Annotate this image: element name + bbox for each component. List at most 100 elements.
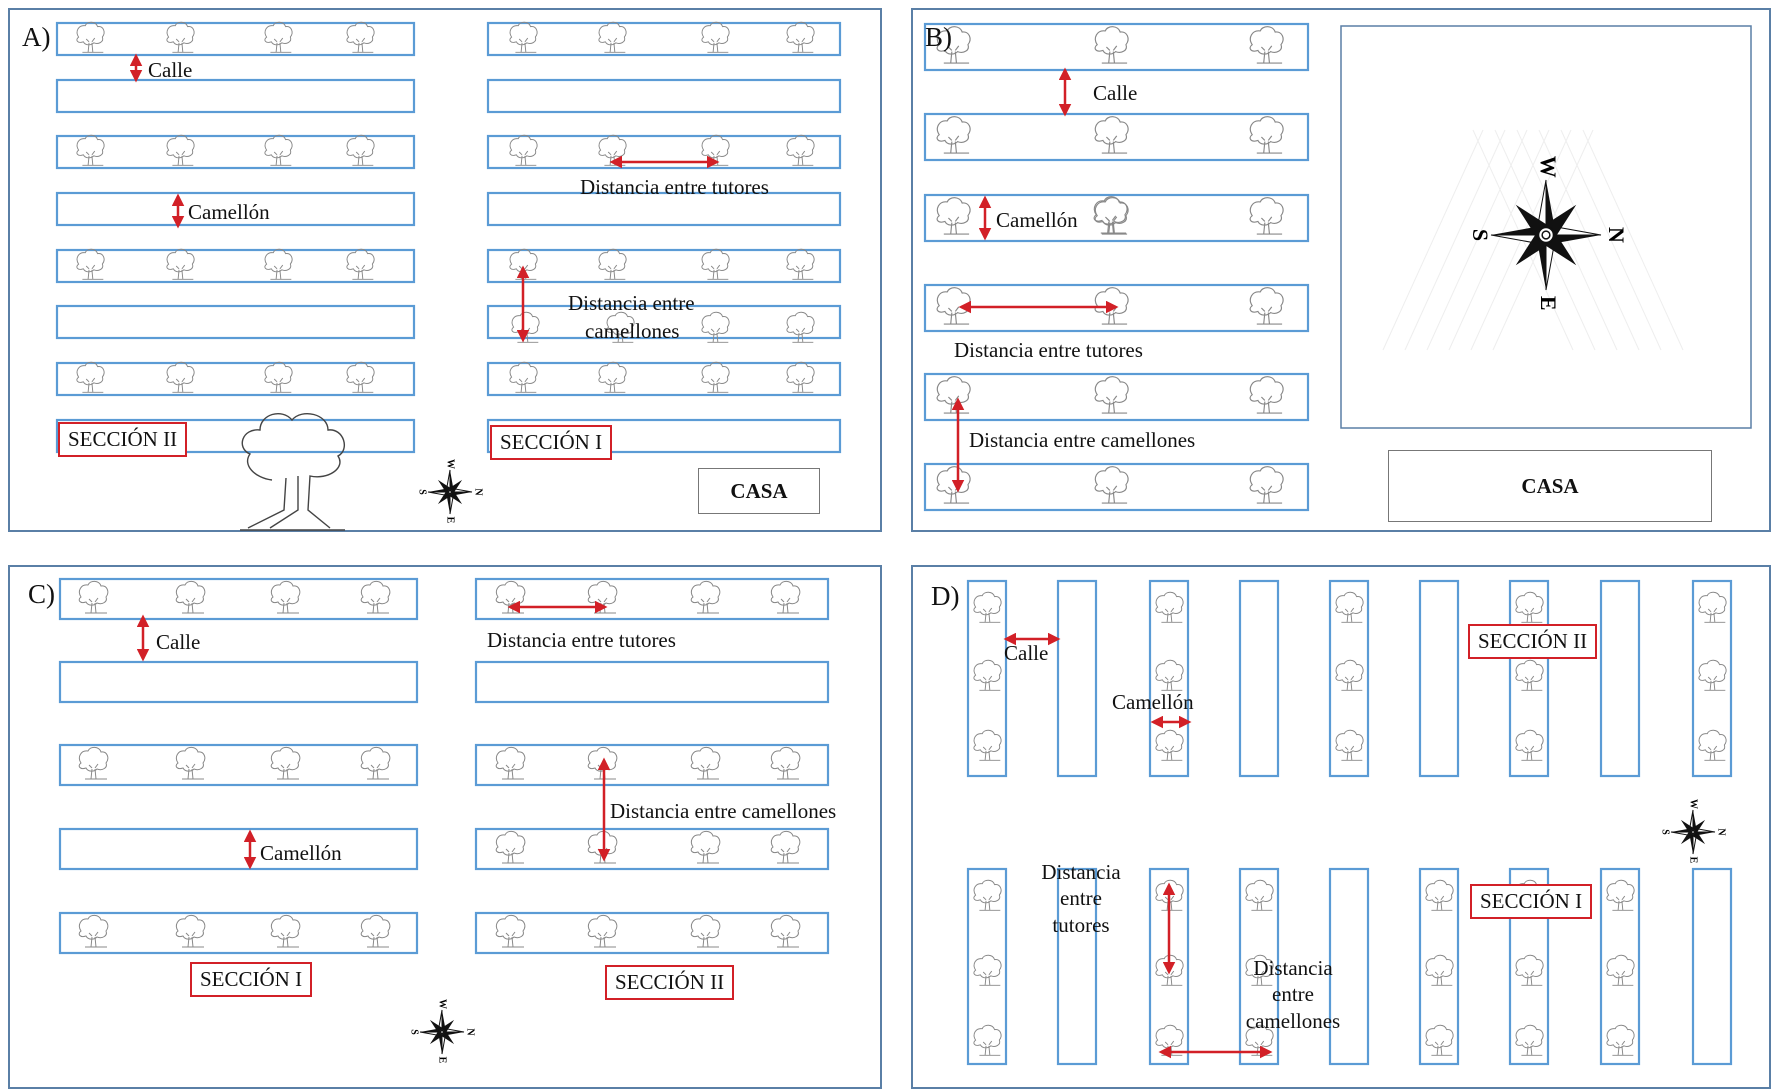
label-camellon: Camellón [996,208,1078,232]
bed [1238,579,1280,778]
tree-stroke [936,26,971,55]
tree-stroke [1698,729,1727,754]
tree-stroke [502,763,524,780]
compass-point [1693,832,1715,836]
bed [58,577,419,621]
tree-stroke [697,763,719,780]
tree-stroke [1425,954,1454,979]
compass-w: W [1688,799,1699,809]
label-calle: Calle [1004,641,1049,665]
bed [1056,579,1098,778]
tree-stroke [78,746,109,772]
bed [1599,867,1641,1066]
tree-stroke [792,377,814,393]
tree-icon [1606,1024,1635,1056]
tree-stroke [1335,591,1364,616]
tree-icon [690,914,721,948]
tree-stroke [1101,135,1128,154]
tree-icon [1094,376,1129,414]
tree-stroke [1155,1024,1184,1049]
bed [1418,579,1460,778]
tree-icon [936,26,971,64]
tree-icon [1335,591,1364,623]
label-dist-tutores: Distancia entre tutores [487,628,676,652]
tree-stroke [1341,745,1363,761]
casa-box: CASA [1388,450,1712,522]
tree-stroke [697,847,719,864]
tree-stroke [1431,895,1453,911]
grid-line [1448,129,1550,351]
bed [486,418,842,454]
tree-stroke [792,327,814,343]
tree-stroke [270,580,301,606]
tree-icon [1698,729,1727,761]
tree-icon [701,311,730,343]
compass-n: N [465,1028,476,1036]
tree-stroke [182,763,204,780]
field-area [1340,25,1752,429]
compass-e: E [445,517,456,524]
tree-stroke [509,248,538,273]
tree-stroke [78,580,109,606]
tree-stroke [707,37,729,53]
tree-stroke [1256,45,1283,64]
tree-icon [1425,879,1454,911]
tree-stroke [701,21,730,46]
tree-stroke [770,580,801,606]
tree-stroke [786,134,815,159]
tree-stroke [277,931,299,948]
compass-point [1671,828,1693,832]
tree-icon [598,361,627,393]
tree-stroke [973,954,1002,979]
tree-stroke [277,597,299,614]
tree-icon [690,580,721,614]
tree-icon [495,914,526,948]
tree-stroke [936,287,971,316]
tree-stroke [786,248,815,273]
tree-stroke [1606,954,1635,979]
tree-stroke [1155,591,1184,616]
tree-stroke [792,264,814,280]
bed [1691,579,1733,778]
tree-icon [1515,591,1544,623]
tree-stroke [495,914,526,940]
tree-stroke [1256,395,1283,414]
tree-stroke [1515,591,1544,616]
tree-stroke [943,135,970,154]
tree-icon [509,361,538,393]
compass-n: N [1604,227,1629,243]
label-camellon: Camellón [260,841,342,865]
tree-stroke [777,763,799,780]
tree-stroke [1431,970,1453,986]
tree-stroke [240,412,346,531]
tree-icon [690,746,721,780]
compass-e: E [437,1057,448,1064]
tree-stroke [1521,745,1543,761]
tree-icon [264,134,293,166]
label-entre: entre [1060,886,1102,911]
label-dist-entre: Distancia entre [568,291,695,315]
bed [486,304,842,340]
tree-icon [495,746,526,780]
tree-stroke [172,37,194,53]
tree-stroke [936,466,971,495]
tree-icon [770,914,801,948]
tree-icon [1425,1024,1454,1056]
tree-stroke [76,134,105,159]
tree-stroke [943,306,970,325]
tree-stroke [1101,306,1128,325]
compass-e: E [1536,296,1561,311]
tree-icon [1335,659,1364,691]
tree-stroke [264,361,293,386]
tree-stroke [511,311,540,336]
tree-stroke [270,37,292,53]
tree-stroke [973,659,1002,684]
tree-icon [936,197,971,235]
tree-stroke [1249,116,1284,145]
tree-icon [973,729,1002,761]
tree-icon [587,580,618,614]
tree-icon [76,248,105,280]
tree-icon [786,21,815,53]
